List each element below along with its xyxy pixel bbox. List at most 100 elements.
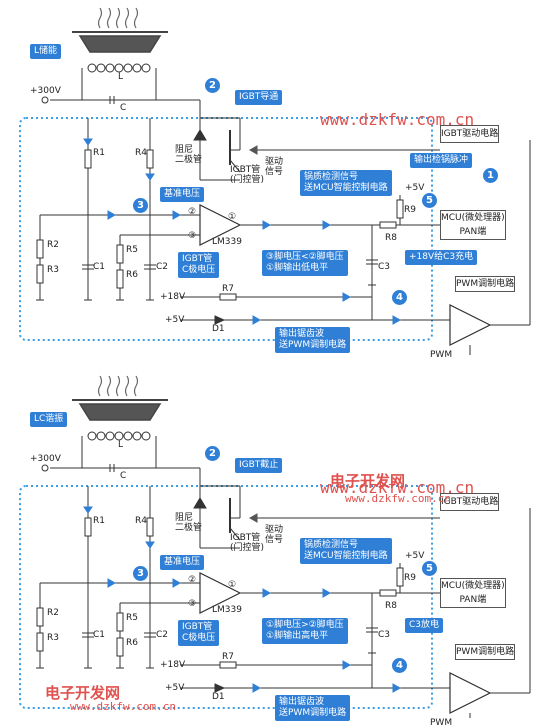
coil-icon	[141, 63, 151, 73]
igbt-driver-box: IGBT驱动电路	[440, 493, 500, 511]
igbt-tube-label: IGBT管 (门控管)	[230, 533, 265, 553]
drive-arrow-icon	[248, 513, 258, 523]
coil-icon	[123, 431, 133, 441]
arrow-right-icon	[172, 210, 182, 220]
r2-label: R2	[47, 240, 59, 250]
d1-label: D1	[212, 324, 225, 334]
watermark-small: www.dzkfw.com.cn	[345, 492, 451, 505]
igbt-status-tag: IGBT截止	[235, 458, 283, 473]
arrow-right-icon	[107, 210, 117, 220]
steam-icon	[124, 375, 130, 397]
r9-label: R9	[404, 205, 416, 215]
c3-note-tag: +18V给C3充电	[405, 250, 478, 265]
supply-label: +300V	[30, 86, 61, 96]
arrow-right-icon	[322, 220, 332, 230]
plus5v-top-label: +5V	[405, 551, 425, 561]
steam-icon	[106, 375, 112, 397]
d1-diode-icon	[214, 315, 226, 325]
igbt-tube-label: IGBT管 (门控管)	[230, 165, 265, 185]
r8-resistor	[379, 589, 397, 597]
capacitor-label: C	[120, 471, 127, 481]
step-1-badge: 1	[483, 168, 498, 183]
r1-label: R1	[93, 148, 105, 158]
pan-detect-tag: 锅质检测信号 送MCU智能控制电路	[300, 538, 392, 564]
ref-voltage-tag: 基准电压	[160, 555, 205, 570]
step-5-badge: 5	[422, 561, 437, 576]
step-3-badge: 3	[133, 566, 148, 581]
logo-brand: 电子开发网	[330, 472, 406, 490]
r3-resistor	[36, 264, 44, 284]
steam-icon	[106, 7, 112, 29]
comparator-icon	[199, 204, 242, 246]
step-2-badge: 2	[205, 446, 220, 461]
arrow-down-icon	[145, 541, 155, 549]
r1-resistor	[84, 517, 92, 537]
r7-label: R7	[222, 284, 234, 294]
ref-voltage-tag: 基准电压	[160, 187, 205, 202]
r7-resistor	[219, 293, 237, 301]
steam-icon	[133, 7, 139, 29]
diode-icon	[193, 129, 207, 141]
steam-icon	[97, 375, 103, 397]
steam-icon	[97, 7, 103, 29]
c2-label: C2	[156, 630, 169, 640]
step-2-badge: 2	[205, 78, 220, 93]
pin1-label: ①	[228, 580, 237, 590]
watermark-text: www.dzkfw.com.cn	[320, 478, 475, 497]
pwm-label: PWM	[430, 350, 453, 360]
arrow-right-icon	[322, 588, 332, 598]
coil-icon	[87, 431, 97, 441]
pin1-label: ①	[228, 212, 237, 222]
r4-resistor	[146, 149, 154, 169]
c2-label: C2	[156, 262, 169, 272]
pot-icon	[78, 403, 162, 421]
steam-icon	[124, 7, 130, 29]
r5-resistor	[116, 244, 124, 264]
d1-diode-icon	[214, 683, 226, 693]
mcu-box: MCU(微处理器) PAN端	[440, 578, 506, 608]
comparator-label: LM339	[212, 605, 242, 615]
arrow-right-icon	[342, 292, 352, 302]
wire	[229, 527, 241, 541]
pin-condition-tag: ①脚电压>②脚电压 ①脚输出高电平	[262, 618, 348, 644]
r9-resistor	[396, 199, 404, 219]
r6-label: R6	[126, 270, 138, 280]
capacitor-label: C	[120, 103, 127, 113]
wire	[229, 159, 241, 173]
arrow-right-icon	[252, 315, 262, 325]
r3-label: R3	[47, 633, 59, 643]
r7-label: R7	[222, 652, 234, 662]
arrow-right-icon	[392, 683, 402, 693]
pin2-label: ②	[188, 575, 197, 585]
plus18v-label: +18V	[160, 660, 186, 670]
pwm-label: PWM	[430, 718, 453, 728]
sawtooth-tag: 输出锯齿波 送PWM调制电路	[275, 327, 351, 353]
r2-label: R2	[47, 608, 59, 618]
coil-icon	[114, 431, 124, 441]
r2-resistor	[36, 239, 44, 259]
r4-label: R4	[135, 148, 147, 158]
steam-icon	[133, 375, 139, 397]
r5-resistor	[116, 612, 124, 632]
coil-icon	[132, 431, 142, 441]
r3-label: R3	[47, 265, 59, 275]
terminal-icon	[41, 464, 49, 472]
terminal-icon	[41, 96, 49, 104]
r4-label: R4	[135, 516, 147, 526]
pwm-opamp-icon	[449, 304, 492, 346]
r1-resistor	[84, 149, 92, 169]
arrow-right-icon	[252, 683, 262, 693]
coil-icon	[132, 63, 142, 73]
r9-label: R9	[404, 573, 416, 583]
coil-icon	[96, 63, 106, 73]
c3-label: C3	[378, 262, 391, 272]
logo-brand-bottom: 电子开发网	[45, 684, 121, 702]
r8-resistor	[379, 221, 397, 229]
arrow-right-icon	[392, 315, 402, 325]
drive-signal-label: 驱动 信号	[265, 157, 284, 177]
r1-label: R1	[93, 516, 105, 526]
top-tag: LC谐振	[30, 412, 68, 427]
plus5v-top-label: +5V	[405, 183, 425, 193]
r9-resistor	[396, 567, 404, 587]
